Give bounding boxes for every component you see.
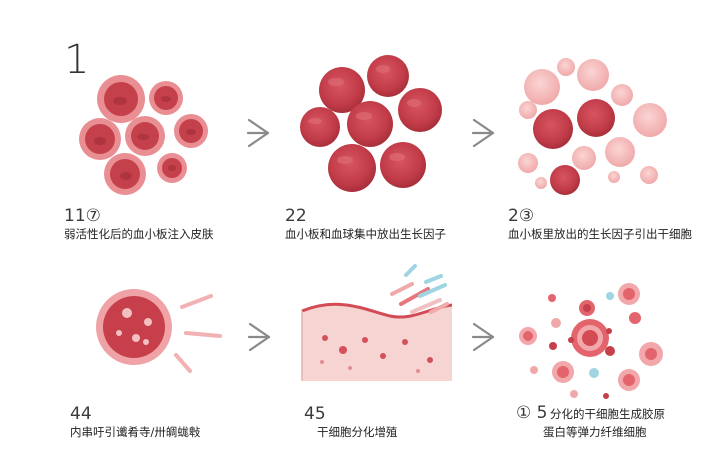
step-3-number: 2③ [508, 206, 535, 226]
platelet [149, 81, 183, 115]
red-blood-cell [319, 67, 365, 113]
step-marker: 1 [64, 37, 90, 83]
step-2-caption: 血小板和血球集中放出生长因子 [285, 227, 446, 241]
platelet [125, 116, 165, 156]
panel-6-fibroblasts [519, 283, 663, 399]
step-4-caption: 内串吁引谶肴寺/卅皗蛖㪏 [70, 425, 201, 439]
platelet [157, 153, 187, 183]
light-cell [535, 177, 547, 189]
light-cell [524, 69, 560, 105]
light-cell [519, 101, 537, 119]
signal-rays [174, 294, 222, 373]
central-fibroblast [571, 319, 609, 357]
panel-4-stem-cell [96, 289, 222, 373]
step-5-number: 45 [304, 404, 326, 424]
light-cell [557, 58, 575, 76]
platelet [97, 75, 145, 123]
step-6-number: ① 5 [516, 403, 548, 423]
light-cell [611, 84, 633, 106]
step-4-number: 44 [70, 404, 92, 424]
stem-cell-dark [577, 99, 615, 137]
red-blood-cell [328, 144, 376, 192]
red-blood-cell [347, 101, 393, 147]
factor-streaks [390, 264, 449, 314]
panel-1-platelet-cluster [79, 75, 208, 195]
platelet [174, 114, 208, 148]
step-3-caption: 血小板里放出的生长因子引出干细胞 [508, 227, 692, 241]
panel-3-growth-factors [518, 58, 667, 195]
red-blood-cell [398, 88, 442, 132]
light-cell [605, 137, 635, 167]
cell-body [103, 296, 165, 358]
red-blood-cell [367, 55, 409, 97]
light-cell [608, 171, 620, 183]
step-1-number: 11⑦ [64, 206, 101, 226]
light-cell [640, 166, 658, 184]
step-2-number: 22 [285, 206, 307, 226]
platelet [104, 153, 146, 195]
platelet [79, 118, 121, 160]
step-5-caption: 干细胞分化增殖 [317, 425, 398, 439]
tissue-block [302, 304, 452, 381]
stem-cell-dark [533, 109, 573, 149]
panel-2-blood-cells [300, 55, 442, 192]
light-cell [572, 146, 596, 170]
step-6-caption-line2: 蛋白等弹力纤维细胞 [543, 425, 647, 439]
step-6-caption: 分化的干细胞生成胶原 [550, 407, 665, 421]
red-blood-cell [300, 107, 340, 147]
light-cell [518, 153, 538, 173]
red-blood-cell [380, 142, 426, 188]
stem-cell-dark [550, 165, 580, 195]
step-1-caption: 弱活性化后的血小板注入皮肤 [64, 227, 214, 241]
light-cell [633, 103, 667, 137]
light-cell [577, 59, 609, 91]
panel-5-skin-tissue [301, 264, 453, 381]
